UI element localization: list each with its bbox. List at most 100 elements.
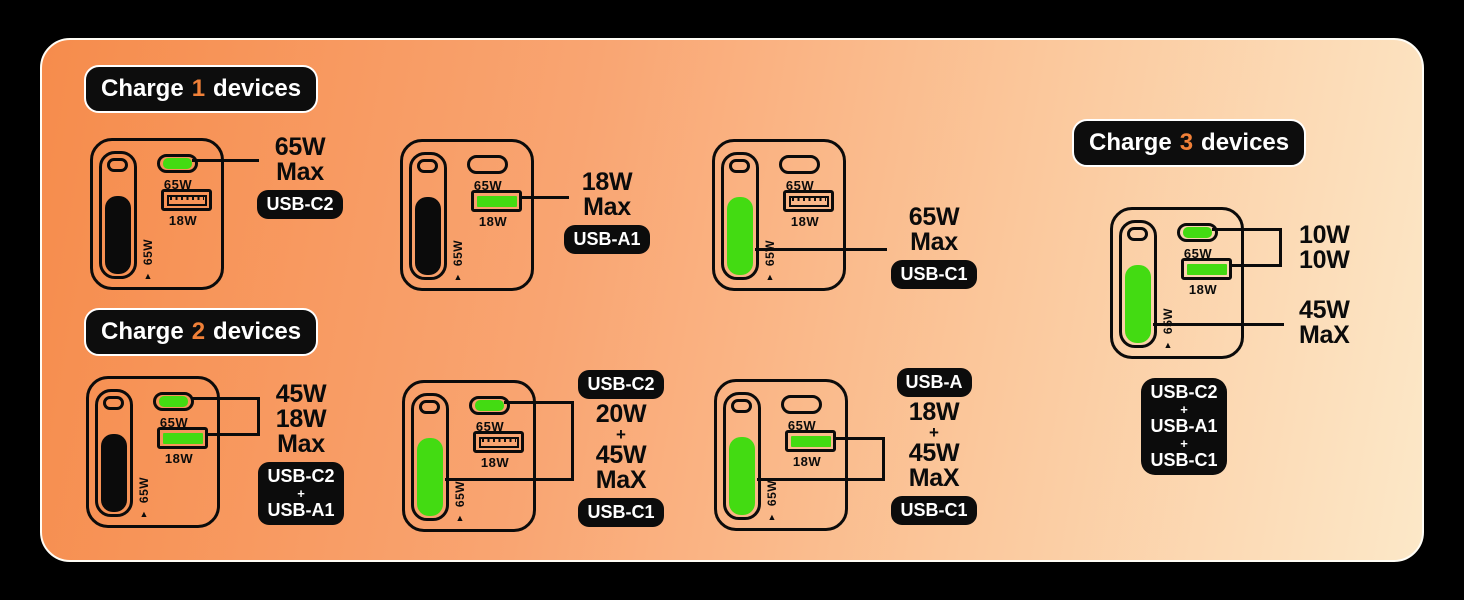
usb-c1-notch [1127, 227, 1148, 241]
label-group-5: USB-C2 20W + 45W MaX USB-C1 [566, 370, 676, 527]
heading-suffix: devices [213, 75, 302, 102]
usb-c1-slot [723, 392, 761, 520]
port-tag: USB-C2 [257, 190, 343, 219]
connector-line [205, 433, 260, 436]
side-watt-text: 65W [765, 479, 779, 506]
usb-a-port [161, 189, 212, 211]
side-watt-text: 65W [137, 476, 151, 503]
connector-line [833, 437, 885, 440]
usb-a-inner [476, 195, 517, 207]
usb-c1-port [417, 438, 443, 516]
side-watt-text: 65W [141, 238, 155, 265]
usb-a-port [1181, 258, 1232, 280]
usb-a-inner [790, 435, 831, 447]
usb-c2-active-fill [475, 400, 504, 411]
usb-a-port [471, 190, 522, 212]
usb-a-pins-icon [791, 197, 826, 202]
label-group-1: 65W Max USB-C2 [245, 135, 355, 219]
usb-c1-notch [419, 400, 440, 414]
connector-line [257, 397, 260, 436]
label-group-7-bottom: 45W MaX [1299, 298, 1389, 348]
heading-suffix: devices [1201, 129, 1290, 156]
power-value: 20W [595, 400, 647, 428]
connector-line [882, 437, 885, 481]
usb-c1-slot [95, 389, 133, 517]
charger-single-usba1: 65W 18W 65W ▲ [400, 139, 534, 291]
usb-a-watt-label: 18W [478, 214, 508, 229]
usb-c1-watt-label: 65W ▲ [1159, 304, 1177, 350]
connector-line [755, 248, 887, 251]
heading-prefix: Charge [1089, 129, 1172, 156]
usb-c1-slot [1119, 220, 1157, 348]
tag-line: USB-C2 [267, 466, 335, 486]
usb-a-port [473, 431, 524, 453]
side-watt-text: 65W [451, 239, 465, 266]
usb-c2-port [779, 155, 820, 174]
usb-a-watt-label: 18W [164, 451, 194, 466]
power-max: MaX [595, 466, 647, 494]
charger-dual-c2-c1: 65W 18W 65W ▲ [402, 380, 536, 532]
connector-line [192, 397, 260, 400]
charger-single-usbc1: 65W 18W 65W ▲ [712, 139, 846, 291]
triangle-up-icon: ▲ [767, 512, 777, 522]
usb-c2-watt-label: 65W [473, 178, 503, 193]
connector-line [519, 196, 569, 199]
label-group-7-tag: USB-C2 + USB-A1 + USB-C1 [1138, 378, 1230, 475]
port-tag: USB-A1 [564, 225, 650, 254]
port-tag: USB-A [896, 368, 972, 397]
connector-line [757, 478, 885, 481]
power-value: 45W [275, 380, 327, 408]
heading-prefix: Charge [101, 318, 184, 345]
triangle-up-icon: ▲ [765, 272, 775, 282]
triangle-up-icon: ▲ [139, 509, 149, 519]
connector-line [504, 401, 574, 404]
section-heading-charge-3: Charge 3 devices [1072, 119, 1307, 167]
usb-c1-notch [731, 399, 752, 413]
connector-line [445, 478, 574, 481]
triangle-up-icon: ▲ [455, 513, 465, 523]
power-value: 45W [595, 441, 647, 469]
usb-a-inner [478, 436, 519, 448]
usb-c2-port [781, 395, 822, 414]
usb-c2-watt-label: 65W [785, 178, 815, 193]
usb-c2-watt-label: 65W [475, 419, 505, 434]
power-value: 18W [581, 168, 633, 196]
connector-line [1212, 228, 1282, 231]
triangle-up-icon: ▲ [1163, 340, 1173, 350]
heading-count: 3 [1179, 129, 1194, 156]
charger-triple: 65W 18W 65W ▲ [1110, 207, 1244, 359]
usb-c2-watt-label: 65W [787, 418, 817, 433]
triangle-up-icon: ▲ [143, 271, 153, 281]
power-value: 10W [1299, 221, 1350, 249]
connector-line [1153, 323, 1284, 326]
connector-line [1229, 264, 1282, 267]
side-watt-text: 65W [453, 480, 467, 507]
tag-line: USB-C2 [1150, 382, 1218, 402]
usb-c1-watt-label: 65W ▲ [761, 236, 779, 282]
power-max: MaX [908, 464, 960, 492]
usb-c1-watt-label: 65W ▲ [135, 473, 153, 519]
usb-c1-port [729, 437, 755, 515]
label-group-2: 18W Max USB-A1 [552, 170, 662, 254]
power-max: Max [910, 228, 958, 256]
label-group-6: USB-A 18W + 45W MaX USB-C1 [879, 368, 989, 525]
port-tag: USB-C2 + USB-A1 [258, 462, 344, 525]
power-max: Max [583, 193, 631, 221]
tag-line: USB-A1 [267, 500, 335, 520]
usb-a-pins-icon [481, 438, 516, 443]
usb-c1-port [101, 434, 127, 512]
port-tag: USB-C2 [578, 370, 664, 399]
usb-a-watt-label: 18W [1188, 282, 1218, 297]
usb-c1-watt-label: 65W ▲ [451, 477, 469, 523]
usb-a-pins-icon [169, 196, 204, 201]
usb-c1-watt-label: 65W ▲ [763, 476, 781, 522]
port-tag: USB-C1 [578, 498, 664, 527]
label-group-7-top: 10W 10W [1299, 223, 1389, 273]
usb-a-inner [162, 432, 203, 444]
power-value: 18W [275, 405, 327, 433]
usb-c2-port [157, 154, 198, 173]
usb-c2-active-fill [1183, 227, 1212, 238]
plus-sign: + [297, 486, 305, 501]
